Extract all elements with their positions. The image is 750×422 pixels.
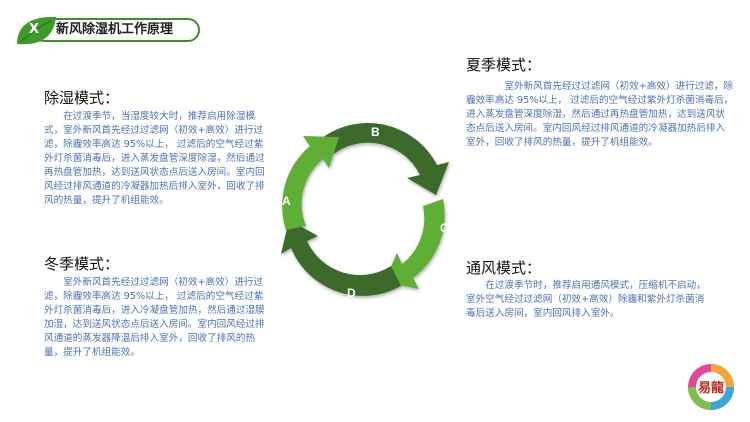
cycle-label-b: B	[371, 125, 380, 139]
logo-text: 易龍	[698, 380, 724, 396]
header-badge: X	[29, 22, 40, 37]
cycle-arc-b	[318, 123, 449, 195]
dehumidify-mode-title: 除湿模式：	[44, 89, 120, 107]
cycle-diagram: A B C D	[281, 123, 449, 300]
section-header: X 新风除湿机工作原理	[14, 14, 202, 46]
cycle-arc-a	[282, 136, 339, 230]
dehumidify-mode-text: 在过渡季节，当湿度较大时，推荐启用除湿模式，室外新风首先经过过滤网（初效+高效）…	[44, 111, 265, 206]
cycle-label-d: D	[347, 286, 356, 300]
cycle-label-a: A	[282, 194, 291, 208]
page-title: 新风除湿机工作原理	[56, 22, 174, 37]
brand-logo: 易龍	[688, 364, 734, 410]
summer-mode-text: 室外新风首先经过过滤网（初效+高效）进行过滤，除霾效率高达 95%以上， 过滤后…	[466, 81, 734, 148]
header-pill	[32, 18, 200, 42]
summer-mode-title: 夏季模式：	[466, 56, 542, 74]
cycle-arc-d	[281, 220, 401, 296]
ventilation-mode-text: 在过渡季节时，推荐启用通风模式，压缩机不启动，室外空气经过过滤网（初效+高效）除…	[466, 280, 706, 319]
cycle-label-c: C	[440, 221, 449, 235]
cycle-arc-c	[384, 199, 445, 289]
ventilation-mode-title: 通风模式：	[466, 259, 542, 277]
winter-mode-text: 室外新风首先经过过滤网（初效+高效）进行过滤，除霾效率高达 95%以上， 过滤后…	[44, 277, 265, 358]
leaf-icon	[17, 16, 56, 45]
winter-mode-title: 冬季模式：	[44, 255, 120, 273]
